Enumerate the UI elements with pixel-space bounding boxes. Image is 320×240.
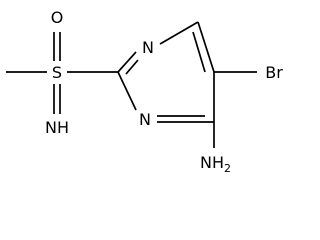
imine-nitrogen-label: NH (45, 118, 69, 137)
amine-nh-text: NH (200, 153, 224, 172)
oxygen-atom-label: O (51, 8, 64, 27)
bond-c2-n1-inner (125, 59, 139, 75)
bond-n1-c6 (159, 21, 199, 45)
amine-nitrogen-label: NH2 (200, 153, 231, 175)
bond-c6-c5 (197, 21, 215, 73)
bond-c6-c5-inner (192, 31, 206, 73)
amine-subscript-2: 2 (224, 162, 231, 175)
sulfur-atom-label: S (52, 63, 62, 82)
chemical-structure-diagram: O S NH N N Br NH2 (6, 8, 283, 175)
bond-n3-c2 (117, 71, 137, 111)
bromine-atom-label: Br (265, 63, 283, 82)
ring-nitrogen-1-label: N (142, 38, 154, 57)
bond-c2-n1 (117, 51, 137, 73)
ring-nitrogen-3-label: N (139, 110, 151, 129)
